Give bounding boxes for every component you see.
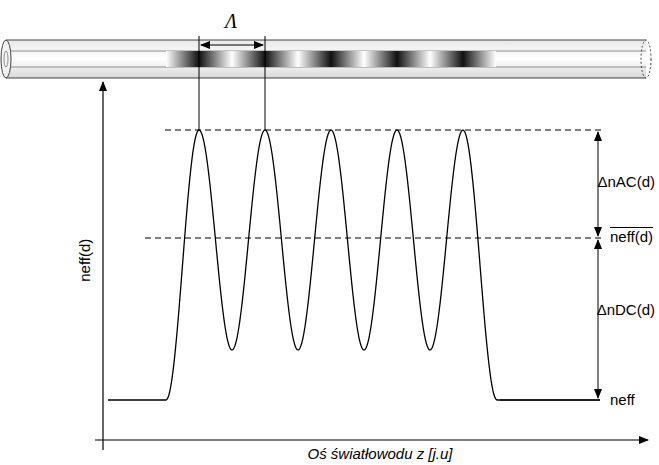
- mean-index-label: neff(d): [610, 229, 653, 246]
- optical-fiber: [1, 40, 651, 78]
- x-axis-label: Oś światłowodu z [j.u]: [307, 446, 452, 463]
- period-symbol: Λ: [225, 10, 237, 32]
- ac-modulation-label: ΔnAC(d): [597, 174, 655, 191]
- y-axis-label: neff(d): [78, 238, 95, 281]
- base-index-label: neff: [610, 392, 635, 409]
- dc-offset-label: ΔnDC(d): [597, 302, 655, 319]
